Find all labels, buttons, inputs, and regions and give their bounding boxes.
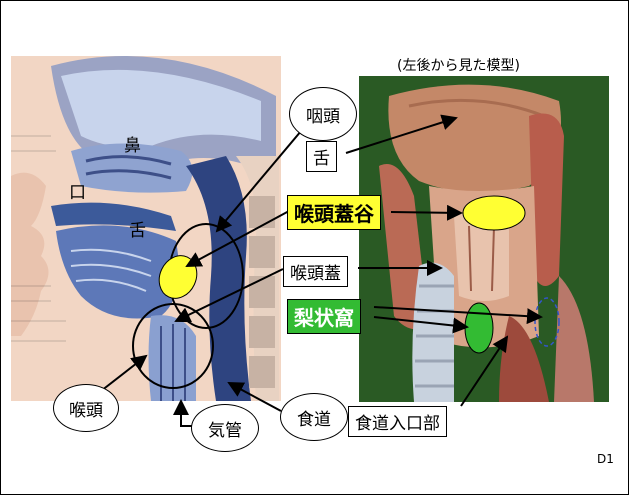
mouth-label: 口 (69, 178, 86, 203)
model-caption: (左後から見た模型) (397, 55, 520, 75)
nose-label: 鼻 (124, 131, 141, 156)
epiglottis-label: 喉頭蓋 (283, 256, 348, 287)
slide-number: D1 (597, 452, 614, 466)
esophageal-entrance-label: 食道入口部 (348, 406, 447, 437)
esophagus-label: 食道 (280, 393, 348, 441)
model-drawing (359, 76, 609, 402)
tongue-label: 舌 (129, 216, 146, 241)
model-tongue-label: 舌 (306, 141, 337, 172)
piriform-sinus-label: 梨状窩 (287, 299, 361, 334)
sagittal-section-drawing (11, 56, 281, 401)
sagittal-section-illustration: 鼻 口 舌 (11, 56, 281, 401)
anatomical-model-photo (359, 76, 609, 402)
larynx-label: 喉頭 (53, 384, 119, 432)
vallecula-label: 喉頭蓋谷 (287, 195, 381, 230)
trachea-label: 気管 (191, 404, 259, 452)
pharynx-label: 咽頭 (289, 87, 357, 141)
